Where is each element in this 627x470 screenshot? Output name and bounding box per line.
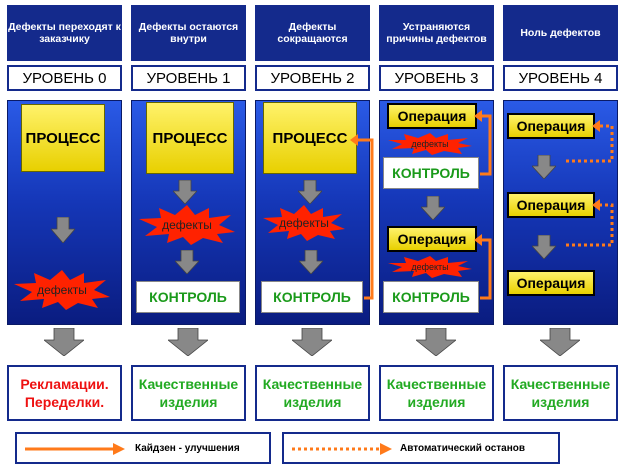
defects-burst-icon (388, 133, 472, 155)
autostop-arrow-4b (566, 203, 614, 247)
level-box-0: УРОВЕНЬ 0 (7, 65, 122, 91)
process-box-0: ПРОЦЕСС (21, 104, 105, 172)
column-header-2: Дефекты сокращаются (255, 5, 370, 61)
defects-label-3b: дефекты (411, 262, 449, 272)
defects-burst-icon (14, 270, 110, 310)
kaizen-arrow-3b (479, 238, 492, 300)
process-box-1: ПРОЦЕСС (146, 102, 234, 174)
operation-box-4b: Операция (507, 192, 595, 218)
level-box-1: УРОВЕНЬ 1 (131, 65, 246, 91)
down-arrow-icon (540, 328, 580, 356)
kaizen-arrow-3a (479, 114, 492, 176)
down-arrow-icon (292, 328, 332, 356)
legend-autostop: Автоматический останов (282, 432, 560, 464)
autostop-arrow-icon (292, 443, 392, 455)
down-arrow-icon (532, 155, 556, 179)
kaizen-arrow-icon (25, 443, 125, 455)
down-arrow-icon (532, 235, 556, 259)
down-arrow-icon (421, 196, 445, 220)
level-box-3: УРОВЕНЬ 3 (379, 65, 494, 91)
result-box-4: Качественные изделия (503, 365, 618, 421)
control-box-1: КОНТРОЛЬ (136, 281, 240, 313)
defects-label-2: дефекты (279, 216, 329, 230)
control-box-2: КОНТРОЛЬ (261, 281, 363, 313)
control-box-3b: КОНТРОЛЬ (383, 281, 479, 313)
defects-label-0: дефекты (37, 283, 87, 297)
defects-label-1: дефекты (162, 218, 212, 232)
column-header-0: Дефекты переходят к заказчику (7, 5, 122, 61)
process-box-2: ПРОЦЕСС (263, 102, 357, 174)
kaizen-arrow-2 (356, 138, 374, 300)
autostop-arrow-4a (566, 124, 614, 163)
result-box-0: Рекламации. Переделки. (7, 365, 122, 421)
control-box-3a: КОНТРОЛЬ (383, 157, 479, 189)
column-header-1: Дефекты остаются внутри (131, 5, 246, 61)
defects-label-3a: дефекты (411, 139, 449, 149)
down-arrow-icon (175, 250, 199, 274)
result-box-2: Качественные изделия (255, 365, 370, 421)
defects-burst-icon (263, 205, 345, 241)
defects-burst-icon (388, 256, 472, 278)
operation-box-3a: Операция (387, 103, 477, 129)
operation-box-4a: Операция (507, 113, 595, 139)
result-box-1: Качественные изделия (131, 365, 246, 421)
column-header-4: Ноль дефектов (503, 5, 618, 61)
down-arrow-icon (173, 180, 197, 204)
down-arrow-icon (298, 180, 322, 204)
result-box-3: Качественные изделия (379, 365, 494, 421)
down-arrow-icon (416, 328, 456, 356)
down-arrow-icon (51, 217, 75, 243)
down-arrow-icon (44, 328, 84, 356)
level-box-4: УРОВЕНЬ 4 (503, 65, 618, 91)
down-arrow-icon (299, 250, 323, 274)
legend-kaizen: Кайдзен - улучшения (15, 432, 271, 464)
legend-autostop-label: Автоматический останов (400, 443, 526, 454)
legend-kaizen-label: Кайдзен - улучшения (135, 443, 240, 454)
operation-box-4c: Операция (507, 270, 595, 296)
level-box-2: УРОВЕНЬ 2 (255, 65, 370, 91)
defects-burst-icon (139, 205, 235, 245)
column-header-3: Устраняются причины дефектов (379, 5, 494, 61)
down-arrow-icon (168, 328, 208, 356)
